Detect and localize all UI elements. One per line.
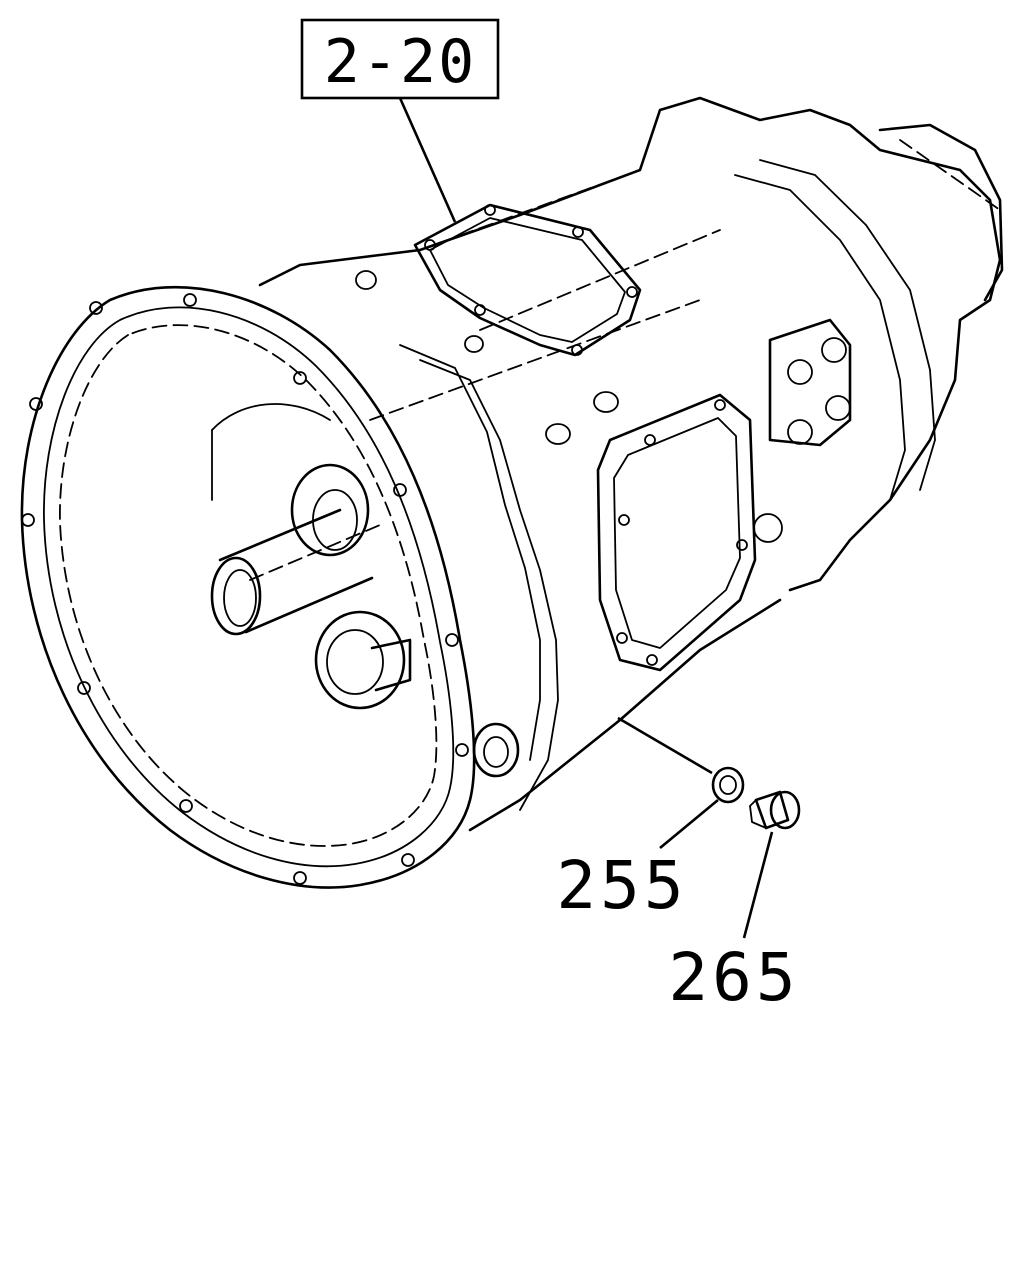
main-case-body <box>258 96 1002 592</box>
transmission-assembly <box>20 96 1004 889</box>
leader-255 <box>659 798 719 850</box>
drain-plug-part <box>749 790 801 830</box>
leader-washer <box>617 716 713 775</box>
rear-rib-edge <box>734 174 906 501</box>
top-cover-bolts <box>424 204 638 356</box>
pto-cover <box>596 393 757 672</box>
shift-tower <box>768 318 852 447</box>
callout-255[interactable]: 255 <box>556 847 687 924</box>
bell-housing-dashed-ring <box>59 324 438 847</box>
reference-box[interactable]: 2-20 <box>300 18 500 100</box>
callout-265[interactable]: 265 <box>668 939 799 1016</box>
bell-housing-inner-ring <box>43 306 455 868</box>
leader-2-20 <box>398 97 457 223</box>
washer-part <box>711 766 745 804</box>
input-shaft <box>210 463 381 636</box>
housing-rib-edge <box>419 359 559 811</box>
reference-box-label: 2-20 <box>324 27 477 97</box>
bell-housing-flange <box>20 285 476 889</box>
pto-cover-bolts <box>616 399 748 666</box>
clutch-fork-boss <box>314 610 412 710</box>
case-bosses <box>355 270 783 778</box>
release-bearing-arc <box>211 403 331 431</box>
leader-lines <box>398 97 774 939</box>
top-cover-plate <box>413 203 642 357</box>
reference-box-frame <box>300 18 500 100</box>
flange-bolt-holes <box>21 293 469 885</box>
leader-265 <box>742 831 774 939</box>
rear-extension <box>878 123 1004 302</box>
